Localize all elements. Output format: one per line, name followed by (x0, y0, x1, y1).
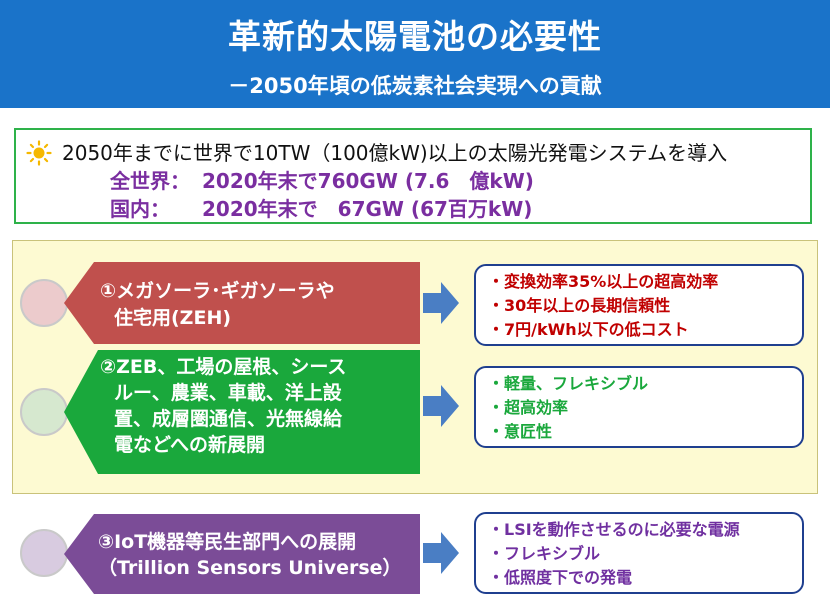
row1-requirements-box: ・変換効率35%以上の超高効率 ・30年以上の長期信頼性 ・7円/kWh以下の低… (474, 264, 804, 346)
world-value: 2020年末で760GW (7.6 億kW) (202, 169, 534, 193)
page-title: 革新的太陽電池の必要性 (228, 17, 602, 56)
row1-circle (20, 279, 68, 327)
domestic-row: 国内： 2020年末で 67GW (67百万kW) (110, 193, 532, 222)
row2-label-line1: ②ZEB、工場の屋根、シース (100, 356, 347, 378)
row2-item-3: ・意匠性 (488, 422, 553, 441)
row3-item-3: ・低照度下での発電 (488, 568, 633, 587)
row3-label-line2: （Trillion Sensors Universe） (98, 557, 402, 579)
row3-arrow-icon (423, 532, 459, 574)
row1-label-line2: 住宅用(ZEH) (114, 307, 232, 329)
target-statement: 2050年までに世界で10TW（100億kW)以上の太陽光発電システムを導入 (62, 141, 728, 165)
world-row: 全世界： 2020年末で760GW (7.6 億kW) (110, 165, 534, 194)
row2-item-1: ・軽量、フレキシブル (488, 374, 649, 393)
row3-item-2: ・フレキシブル (488, 544, 601, 563)
row1-arrow-icon (423, 282, 459, 324)
row2-requirements-box: ・軽量、フレキシブル ・超高効率 ・意匠性 (474, 366, 804, 448)
header-banner: 革新的太陽電池の必要性 －2050年頃の低炭素社会実現への貢献 (0, 0, 830, 108)
page-subtitle: －2050年頃の低炭素社会実現への貢献 (228, 74, 602, 98)
target-box: 2050年までに世界で10TW（100億kW)以上の太陽光発電システムを導入 全… (14, 128, 812, 224)
row2-shape (64, 350, 420, 474)
row3-shape (64, 514, 420, 594)
row2-arrow-icon (423, 385, 459, 427)
row1-label-line1: ①メガソーラ･ギガソーラや (100, 280, 335, 302)
row3-item-1: ・LSIを動作させるのに必要な電源 (488, 520, 740, 539)
row1-item-2: ・30年以上の長期信頼性 (488, 296, 671, 315)
row3-requirements-box: ・LSIを動作させるのに必要な電源 ・フレキシブル ・低照度下での発電 (474, 512, 804, 594)
row2-label-line3: 置、成層圏通信、光無線給 (114, 408, 343, 430)
row2-label-line4: 電などへの新展開 (114, 434, 266, 456)
row2-item-2: ・超高効率 (488, 398, 569, 417)
domestic-label: 国内： (110, 197, 170, 221)
row2-label-line2: ルー、農業、車載、洋上設 (114, 382, 342, 404)
world-label: 全世界： (110, 169, 190, 193)
row3-label-line1: ③IoT機器等民生部門への展開 (98, 531, 357, 553)
row1-item-3: ・7円/kWh以下の低コスト (488, 320, 689, 339)
row1-shape (64, 262, 420, 344)
row1-item-1: ・変換効率35%以上の超高効率 (488, 272, 719, 291)
sun-icon (26, 140, 52, 166)
row3-circle (20, 529, 68, 577)
domestic-value: 2020年末で 67GW (67百万kW) (202, 197, 533, 221)
row2-circle (20, 388, 68, 436)
